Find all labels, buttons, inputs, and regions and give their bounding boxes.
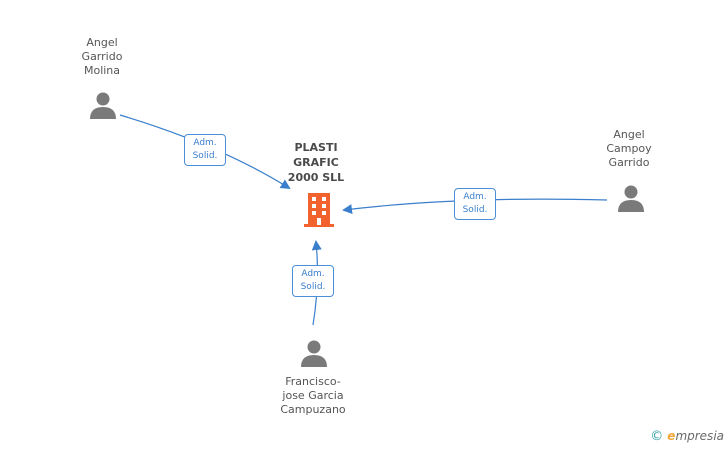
person-icon[interactable] [616,183,646,213]
person-icon[interactable] [299,338,329,368]
company-name[interactable]: PLASTI GRAFIC 2000 SLL [287,141,345,184]
person-name-francisco-jose-garcia-campuzano[interactable]: Francisco- jose Garcia Campuzano [280,375,346,416]
person-name-angel-garrido-molina[interactable]: Angel Garrido Molina [81,36,123,77]
building-icon[interactable] [303,192,335,228]
role-label-francisco-jose-garcia-campuzano: Adm. Solid. [292,265,334,297]
copyright-symbol: © [650,429,664,444]
role-label-angel-campoy-garrido: Adm. Solid. [454,188,496,220]
brand-logo-e: e [667,429,676,443]
brand-logo-text: mpresia [675,429,724,443]
person-name-angel-campoy-garrido[interactable]: Angel Campoy Garrido [606,128,652,169]
role-label-angel-garrido-molina: Adm. Solid. [184,134,226,166]
person-icon[interactable] [88,90,118,120]
brand-footer: ©empresia [650,429,724,444]
